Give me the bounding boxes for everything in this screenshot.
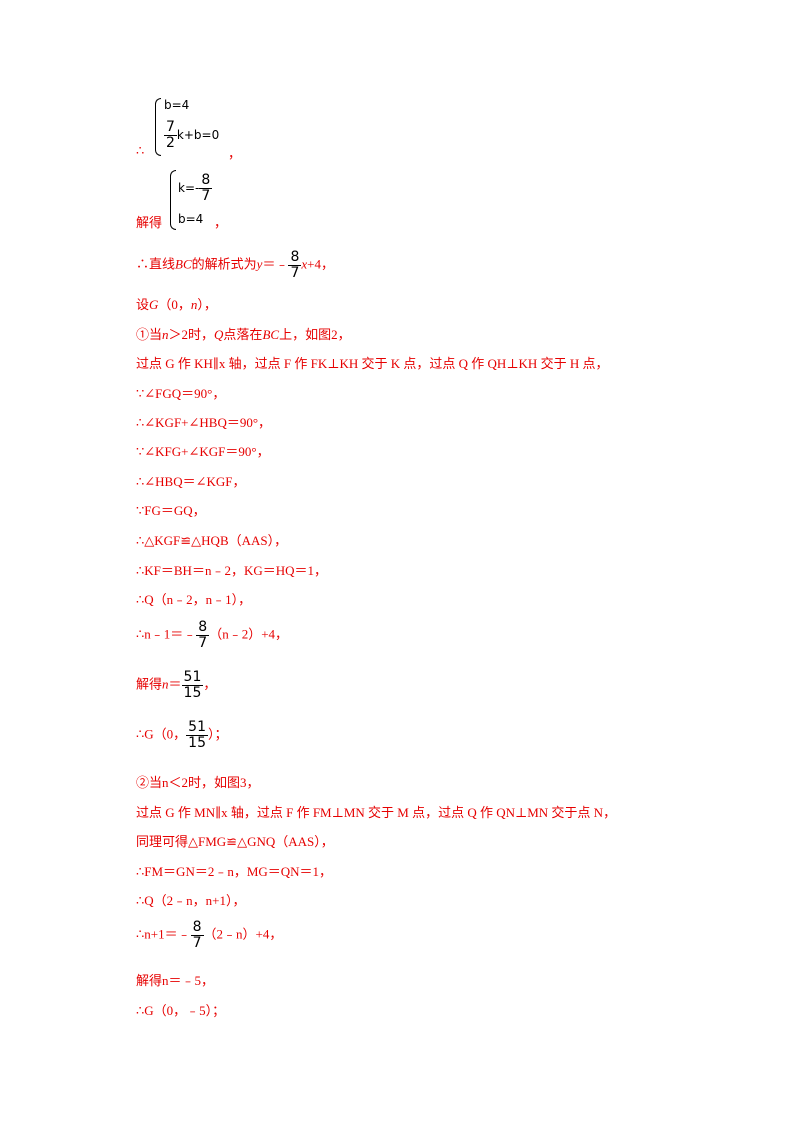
construction-line-1: 过点 G 作 KH∥x 轴，过点 F 作 FK⊥KH 交于 K 点，过点 Q 作… xyxy=(136,356,609,371)
proof-line-2: ∴∠KGF+∠HBQ＝90°， xyxy=(136,415,272,430)
proof-line-5: ∵FG＝GQ， xyxy=(136,503,206,518)
proof-line-3: ∵∠KFG+∠KGF＝90°， xyxy=(136,444,270,459)
proof-line-10: ∴FM＝GN＝2﹣n，MG＝QN＝1， xyxy=(136,864,333,879)
proof-line-11: ∴Q（2﹣n，n+1）， xyxy=(136,893,246,908)
therefore-symbol: ∴ xyxy=(136,143,145,158)
set-g-line: 设G（0，n）， xyxy=(136,297,217,312)
case-1-heading: ①当n＞2时，Q点落在BC上，如图2， xyxy=(136,327,351,342)
proof-line-1: ∵∠FGQ＝90°， xyxy=(136,386,226,401)
solve-label: 解得 xyxy=(136,215,163,230)
point-g-result-2: ∴G（0，﹣5）； xyxy=(136,1003,226,1018)
proof-line-9: 同理可得△FMG≌△GNQ（AAS）， xyxy=(136,834,334,849)
left-brace xyxy=(155,98,161,156)
case-2-heading: ②当n＜2时，如图3， xyxy=(136,775,260,790)
equation-k-rest: k+b=0 xyxy=(176,128,220,142)
fraction-denominator: 2 xyxy=(166,135,175,151)
construction-line-2: 过点 G 作 MN∥x 轴，过点 F 作 FM⊥MN 交于 M 点，过点 Q 作… xyxy=(136,805,617,820)
left-brace xyxy=(170,170,176,230)
separator: ， xyxy=(228,146,242,161)
proof-line-8: ∴Q（n﹣2，n﹣1）， xyxy=(136,592,252,607)
solution-line-2: 解得n＝﹣5， xyxy=(136,973,215,988)
equation-b: b=4 xyxy=(164,98,190,112)
equation-b-value: b=4 xyxy=(178,212,204,226)
proof-line-4: ∴∠HBQ＝∠KGF， xyxy=(136,474,246,489)
proof-line-7: ∴KF＝BH＝n﹣2，KG＝HQ＝1， xyxy=(136,563,328,578)
fraction-numerator: 7 xyxy=(164,119,177,136)
proof-line-6: ∴△KGF≌△HQB（AAS）， xyxy=(136,533,288,548)
separator: ， xyxy=(214,215,228,230)
